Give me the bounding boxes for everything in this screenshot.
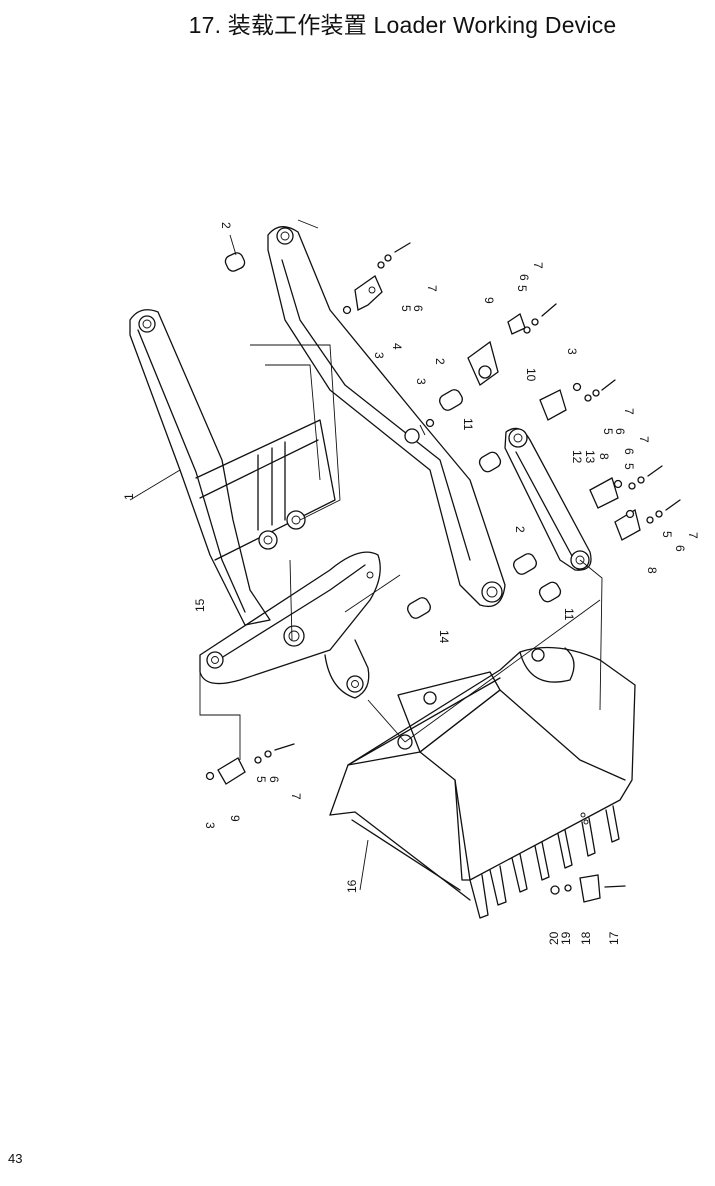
callout-7: 7 — [531, 262, 545, 269]
callout-2: 2 — [433, 358, 447, 365]
callout-5: 5 — [399, 305, 413, 312]
callout-8: 8 — [597, 453, 611, 460]
boom-arm — [267, 219, 506, 608]
callout-2: 2 — [219, 222, 233, 229]
front-frame-part-1 — [129, 309, 336, 626]
callout-9: 9 — [482, 297, 496, 304]
callout-5: 5 — [515, 285, 529, 292]
link-rod-part-12 — [504, 427, 592, 571]
callout-16: 16 — [345, 879, 359, 893]
callout-6: 6 — [673, 545, 687, 552]
callout-18: 18 — [579, 931, 593, 945]
callout-6: 6 — [622, 448, 636, 455]
callout-20: 20 — [547, 931, 561, 945]
leader-lines — [129, 234, 603, 891]
bucket-part-16 — [329, 646, 636, 919]
callout-12: 12 — [570, 450, 584, 464]
callout-labels: 1 2 2 2 3 3 3 3 4 5 5 5 5 5 5 6 6 6 6 6 … — [122, 222, 700, 945]
callout-10: 10 — [524, 368, 538, 382]
callout-14: 14 — [437, 630, 451, 644]
callout-5: 5 — [254, 776, 268, 783]
callout-3: 3 — [372, 352, 386, 359]
page-number: 43 — [8, 1151, 23, 1166]
callout-6: 6 — [267, 776, 281, 783]
callout-3: 3 — [203, 822, 217, 829]
callout-3: 3 — [565, 348, 579, 355]
callout-15: 15 — [193, 598, 207, 612]
pins-and-bolts — [205, 242, 681, 903]
callout-1: 1 — [122, 493, 136, 500]
callout-6: 6 — [517, 274, 531, 281]
callout-5: 5 — [660, 531, 674, 538]
callout-8: 8 — [645, 567, 659, 574]
callout-11: 11 — [562, 608, 576, 621]
callout-5: 5 — [622, 463, 636, 470]
callout-5: 5 — [601, 428, 615, 435]
callout-7: 7 — [289, 793, 303, 800]
rocker-arm-part-15 — [199, 551, 381, 699]
callout-7: 7 — [686, 532, 700, 539]
callout-7: 7 — [622, 408, 636, 415]
callout-2: 2 — [513, 526, 527, 533]
callout-3: 3 — [414, 378, 428, 385]
callout-4: 4 — [390, 343, 404, 350]
callout-6: 6 — [613, 428, 627, 435]
callout-7: 7 — [637, 436, 651, 443]
callout-13: 13 — [583, 450, 597, 464]
callout-11: 11 — [461, 418, 475, 431]
callout-9: 9 — [228, 815, 242, 822]
page-title: 17. 装载工作装置 Loader Working Device — [188, 12, 617, 38]
callout-19: 19 — [559, 931, 573, 945]
callout-6: 6 — [411, 305, 425, 312]
callout-17: 17 — [607, 931, 621, 945]
callout-7: 7 — [425, 285, 439, 292]
